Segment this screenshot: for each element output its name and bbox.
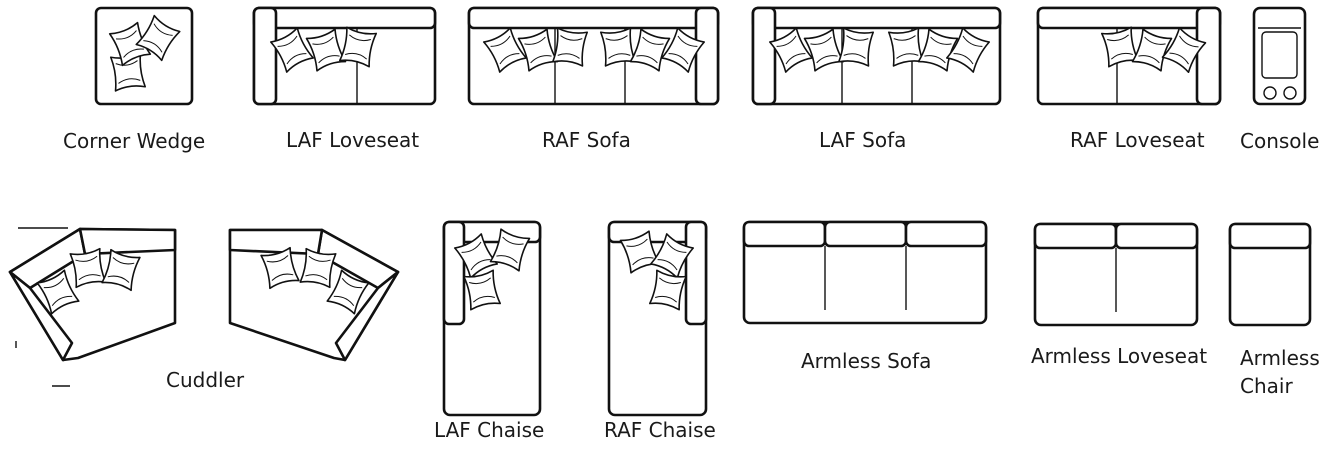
- cuddler-right-icon: [228, 228, 400, 362]
- raf-chaise-label: RAF Chaise: [604, 418, 716, 442]
- cuddler-left-icon: [8, 227, 177, 387]
- armless-chair-label-line2: Chair: [1240, 374, 1293, 398]
- armless-loveseat-label: Armless Loveseat: [1031, 344, 1208, 368]
- raf-chaise-icon: [607, 220, 708, 417]
- armless-sofa-label: Armless Sofa: [801, 349, 932, 373]
- laf-chaise-label: LAF Chaise: [434, 418, 545, 442]
- armless-chair-icon: [1228, 222, 1312, 327]
- raf-loveseat-icon: [1036, 6, 1222, 106]
- cuddler-label: Cuddler: [166, 368, 245, 392]
- raf-sofa-label: RAF Sofa: [542, 128, 631, 152]
- corner-wedge-label: Corner Wedge: [63, 129, 206, 153]
- armless-loveseat-icon: [1033, 222, 1199, 327]
- laf-loveseat-label: LAF Loveseat: [286, 128, 420, 152]
- laf-chaise-icon: [442, 220, 542, 417]
- console-label: Console: [1240, 129, 1320, 153]
- corner-wedge-icon: [94, 6, 194, 106]
- armless-chair-label-line1: Armless: [1240, 346, 1320, 370]
- console-icon: [1252, 6, 1307, 106]
- armless-sofa-icon: [742, 220, 988, 325]
- laf-loveseat-icon: [252, 6, 437, 106]
- raf-loveseat-label: RAF Loveseat: [1070, 128, 1205, 152]
- raf-sofa-icon: [467, 6, 720, 106]
- laf-sofa-label: LAF Sofa: [819, 128, 907, 152]
- laf-sofa-icon: [751, 6, 1002, 106]
